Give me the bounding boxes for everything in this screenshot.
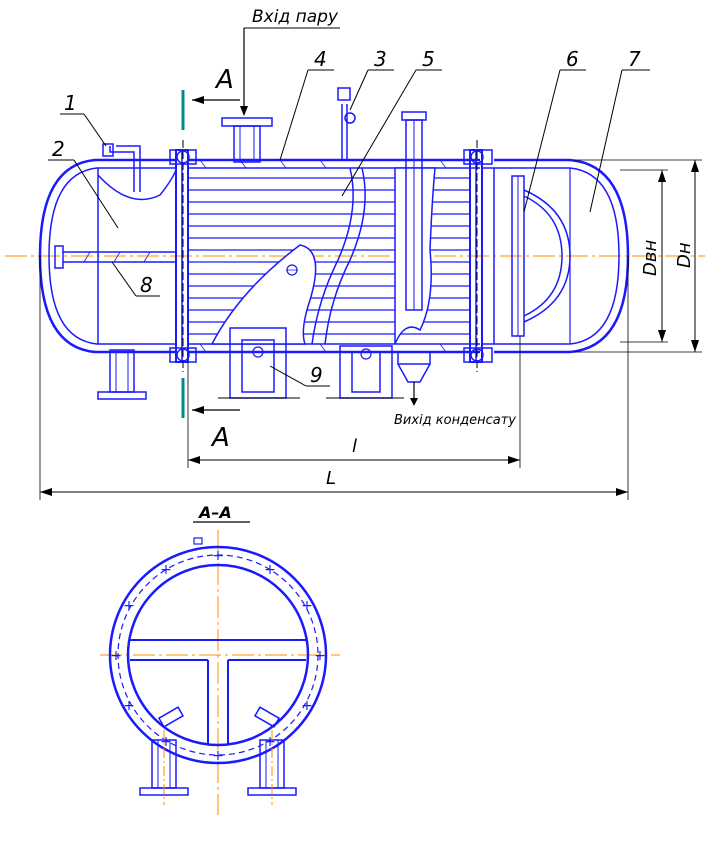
callout-1: 1 bbox=[64, 91, 77, 115]
steam-inlet-label: Вхід пару bbox=[252, 7, 339, 27]
callout-leaders bbox=[48, 69, 650, 387]
inner-diameter-label: Dвн bbox=[640, 240, 661, 276]
total-length-label: L bbox=[326, 468, 336, 489]
tube-bundle bbox=[188, 167, 470, 345]
section-title: А–А bbox=[197, 503, 232, 522]
svg-text:+: + bbox=[212, 748, 224, 764]
right-tubesheet bbox=[463, 140, 495, 372]
svg-text:+: + bbox=[123, 598, 135, 614]
thermometer-fitting bbox=[337, 87, 356, 160]
callout-7: 7 bbox=[628, 47, 641, 71]
callout-8: 8 bbox=[140, 273, 153, 297]
svg-text:+: + bbox=[301, 598, 313, 614]
svg-text:+: + bbox=[110, 648, 122, 664]
diameter-dimensions bbox=[574, 159, 702, 353]
tie-rod bbox=[54, 245, 176, 269]
svg-text:+: + bbox=[264, 734, 276, 750]
svg-text:+: + bbox=[123, 698, 135, 714]
pass-partition bbox=[130, 639, 306, 745]
svg-text:+: + bbox=[301, 698, 313, 714]
svg-text:+: + bbox=[212, 548, 224, 564]
condensate-pipe bbox=[401, 111, 427, 311]
callout-2: 2 bbox=[52, 137, 65, 161]
section-mark-top: А bbox=[214, 65, 234, 95]
flange-bolts bbox=[176, 150, 484, 362]
steam-inlet-nozzle bbox=[221, 117, 273, 163]
callout-4: 4 bbox=[314, 47, 327, 71]
steam-inlet-leader bbox=[240, 27, 340, 116]
condensate-outlet-nozzle bbox=[397, 351, 431, 406]
condensate-outlet-label: Вихід конденсату bbox=[394, 413, 516, 428]
text-labels: Вхід пару Вихід конденсату А А А–А Dвн D… bbox=[52, 7, 695, 522]
section-markers bbox=[181, 90, 240, 418]
tube-length-label: l bbox=[352, 436, 357, 457]
outer-diameter-label: Dн bbox=[674, 242, 695, 268]
svg-text:+: + bbox=[160, 734, 172, 750]
section-mark-bottom: А bbox=[210, 423, 230, 453]
left-tubesheet bbox=[169, 140, 197, 372]
section-bolts: + + + + + + + + + + + + bbox=[110, 548, 326, 764]
callout-3: 3 bbox=[374, 47, 387, 71]
svg-text:+: + bbox=[314, 648, 326, 664]
air-vent bbox=[97, 143, 177, 201]
callout-6: 6 bbox=[566, 47, 579, 71]
section-view: + + + + + + + + + + + + bbox=[100, 521, 340, 815]
main-view bbox=[5, 27, 705, 500]
svg-text:+: + bbox=[264, 562, 276, 578]
svg-text:+: + bbox=[160, 562, 172, 578]
length-dimensions bbox=[39, 256, 629, 500]
saddle-supports bbox=[218, 327, 404, 399]
drain-nozzle bbox=[97, 349, 147, 400]
section-legs bbox=[139, 730, 297, 805]
callout-5: 5 bbox=[422, 47, 435, 71]
callout-9: 9 bbox=[310, 363, 323, 387]
